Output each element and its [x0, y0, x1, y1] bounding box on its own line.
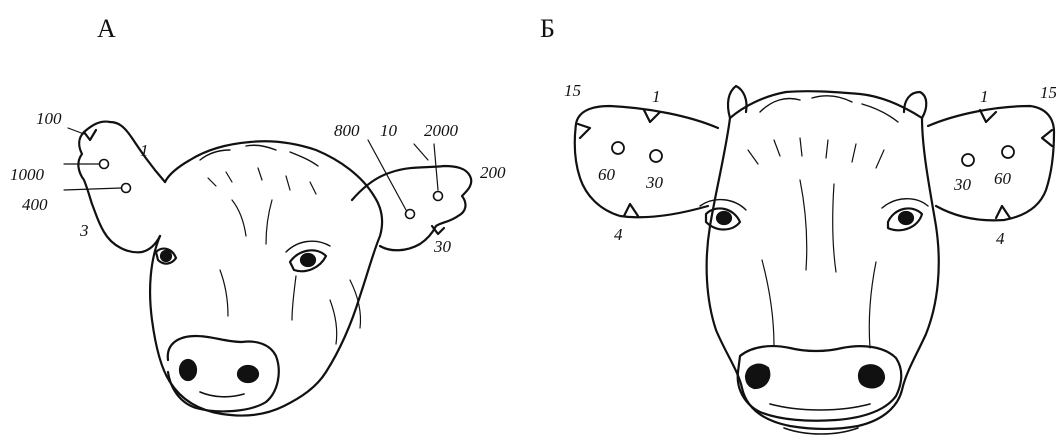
label-100: 100 [36, 109, 62, 128]
cow-left-ear-hole-30 [650, 150, 662, 162]
cow-right-ear-notch-4 [996, 206, 1010, 218]
cow-left-ear-notch-15 [578, 124, 590, 138]
cow-left-eye [700, 200, 746, 230]
label-b-left-30: 30 [645, 173, 664, 192]
label-b-right-15: 15 [1040, 83, 1056, 102]
calf-right-ear-hole-right [434, 192, 443, 201]
calf-right-ear-hole-left [406, 210, 415, 219]
panel-b-drawing [575, 86, 1054, 434]
calf-right-eye [286, 241, 330, 271]
label-800: 800 [334, 121, 360, 140]
label-1: 1 [140, 141, 149, 160]
cow-right-ear-hole-60 [1002, 146, 1014, 158]
label-2000: 2000 [424, 121, 459, 140]
cow-right-ear [928, 106, 1054, 220]
calf-right-nostril [238, 366, 258, 382]
cow-left-nostril [746, 365, 769, 388]
label-b-left-60: 60 [598, 165, 616, 184]
label-10: 10 [380, 121, 398, 140]
calf-left-eye [156, 249, 176, 264]
panel-b-numbers: 15 1 60 30 4 1 15 30 60 4 [564, 81, 1056, 248]
cow-left-ear-hole-60 [612, 142, 624, 154]
label-b-right-30: 30 [953, 175, 972, 194]
cow-head-outline [707, 91, 939, 429]
calf-left-ear-hole-upper [100, 160, 109, 169]
label-b-right-60: 60 [994, 169, 1012, 188]
label-1000: 1000 [10, 165, 45, 184]
calf-left-nostril [180, 360, 196, 380]
calf-right-ear [352, 166, 471, 250]
calf-left-ear-hole-lower [122, 184, 131, 193]
cow-right-ear-notch-1 [980, 110, 996, 122]
label-b-left-4: 4 [614, 225, 623, 244]
label-b-left-1: 1 [652, 87, 661, 106]
cow-right-ear-notch-15 [1042, 130, 1052, 146]
cow-right-eye [882, 199, 928, 231]
label-3: 3 [79, 221, 89, 240]
label-200: 200 [480, 163, 506, 182]
label-b-right-4: 4 [996, 229, 1005, 248]
label-400: 400 [22, 195, 48, 214]
cow-right-ear-hole-30 [962, 154, 974, 166]
label-b-left-15: 15 [564, 81, 581, 100]
cow-right-nostril [859, 365, 884, 387]
cow-left-ear [575, 106, 718, 217]
label-b-right-1: 1 [980, 87, 989, 106]
panel-a-drawing [64, 122, 471, 416]
cow-left-ear-notch-4 [624, 204, 638, 216]
label-30: 30 [433, 237, 452, 256]
